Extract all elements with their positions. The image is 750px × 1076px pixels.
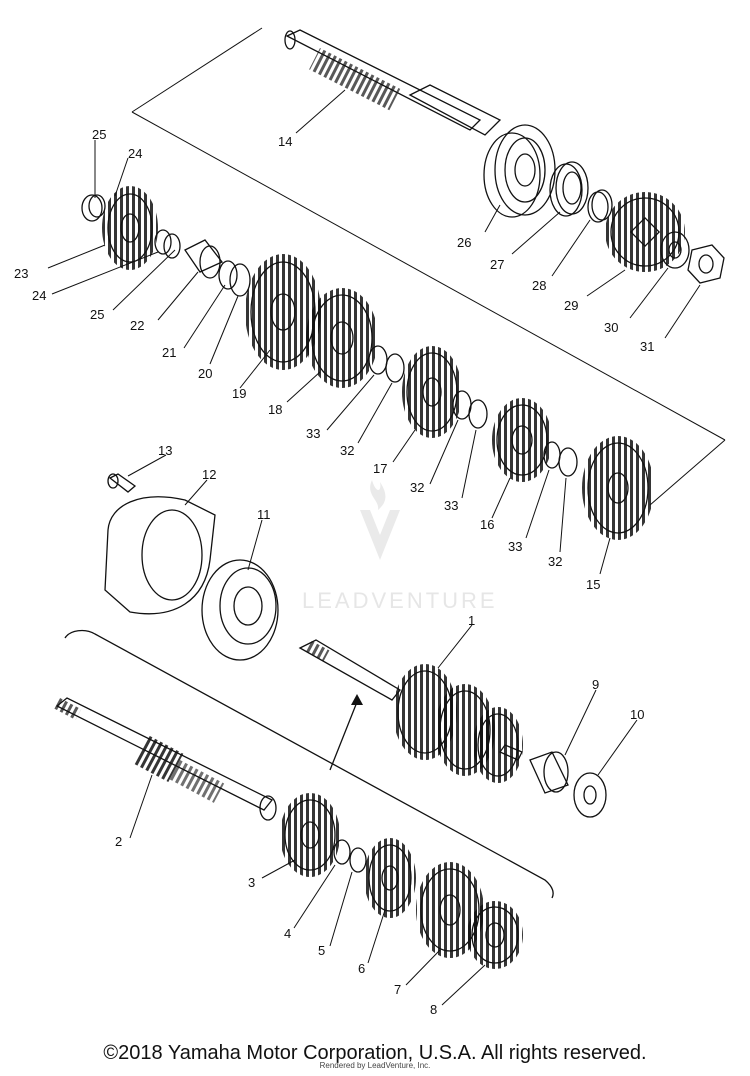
copyright-notice: ©2018 Yamaha Motor Corporation, U.S.A. A… bbox=[103, 1042, 647, 1064]
gear-16 bbox=[492, 398, 552, 482]
part-label-11: 11 bbox=[257, 507, 271, 522]
part-label-9: 9 bbox=[592, 677, 599, 692]
drive-sprocket-29 bbox=[605, 192, 685, 272]
upper-assembly-frame bbox=[131, 27, 726, 506]
part-label-33-b: 33 bbox=[444, 498, 458, 513]
oil-seal-27 bbox=[549, 161, 589, 217]
circlip-33-b bbox=[468, 399, 488, 429]
part-label-33-c: 33 bbox=[508, 539, 522, 554]
part-label-24-top: 24 bbox=[128, 146, 142, 161]
collar-28 bbox=[587, 189, 613, 223]
part-label-32-a: 32 bbox=[340, 443, 354, 458]
bearing-26 bbox=[483, 124, 556, 218]
part-label-22: 22 bbox=[130, 318, 144, 333]
part-label-32-c: 32 bbox=[548, 554, 562, 569]
part-label-17: 17 bbox=[373, 461, 387, 476]
gear-8 bbox=[467, 901, 523, 969]
part-label-10: 10 bbox=[630, 707, 644, 722]
washer-4 bbox=[333, 839, 351, 865]
part-label-27: 27 bbox=[490, 257, 504, 272]
part-label-15: 15 bbox=[586, 577, 600, 592]
part-label-8: 8 bbox=[430, 1002, 437, 1017]
part-label-25-top: 25 bbox=[92, 127, 106, 142]
nut-31 bbox=[687, 244, 725, 284]
part-label-16: 16 bbox=[480, 517, 494, 532]
gear-18 bbox=[306, 288, 378, 388]
watermark-logo: LEADVENTURE bbox=[302, 480, 498, 613]
part-label-14: 14 bbox=[278, 134, 292, 149]
part-label-19: 19 bbox=[232, 386, 246, 401]
part-label-4: 4 bbox=[284, 926, 291, 941]
part-label-18: 18 bbox=[268, 402, 282, 417]
main-axle-assembly-1 bbox=[298, 639, 523, 783]
collar-22 bbox=[184, 239, 224, 279]
part-label-20: 20 bbox=[198, 366, 212, 381]
part-label-30: 30 bbox=[604, 320, 618, 335]
part-number-labels: 1 2 3 4 5 6 7 8 9 10 11 12 13 14 15 16 1… bbox=[14, 127, 654, 1017]
lower-assembly-bracket bbox=[64, 629, 554, 899]
part-label-31: 31 bbox=[640, 339, 654, 354]
part-label-21: 21 bbox=[162, 345, 176, 360]
part-label-32-b: 32 bbox=[410, 480, 424, 495]
main-axle-2 bbox=[54, 697, 277, 821]
part-label-5: 5 bbox=[318, 943, 325, 958]
gear-6 bbox=[364, 838, 416, 918]
part-label-28: 28 bbox=[532, 278, 546, 293]
watermark-text: LEADVENTURE bbox=[302, 588, 498, 613]
gear-23 bbox=[102, 186, 158, 270]
part-label-2: 2 bbox=[115, 834, 122, 849]
rendered-by-credit: Rendered by LeadVenture, Inc. bbox=[319, 1061, 431, 1070]
circlip-5 bbox=[349, 847, 367, 873]
gear-3 bbox=[280, 793, 340, 877]
bearing-plate-12 bbox=[104, 496, 216, 615]
bolt-13 bbox=[107, 473, 137, 493]
part-label-25-bottom: 25 bbox=[90, 307, 104, 322]
washer-32-a bbox=[385, 353, 405, 383]
washer-21-20 bbox=[218, 260, 251, 297]
part-label-6: 6 bbox=[358, 961, 365, 976]
gear-15 bbox=[582, 436, 654, 540]
part-label-24-bottom: 24 bbox=[32, 288, 46, 303]
part-label-13: 13 bbox=[158, 443, 172, 458]
part-label-33-a: 33 bbox=[306, 426, 320, 441]
washer-24 bbox=[154, 229, 181, 259]
part-label-29: 29 bbox=[564, 298, 578, 313]
circlip-25-upper bbox=[81, 194, 106, 222]
leader-lines bbox=[47, 89, 701, 1006]
part-label-23: 23 bbox=[14, 266, 28, 281]
drive-axle-shaft bbox=[284, 29, 502, 136]
bearing-9 bbox=[529, 751, 569, 794]
washer-32-c bbox=[558, 447, 578, 477]
part-label-7: 7 bbox=[394, 982, 401, 997]
seal-10 bbox=[573, 772, 607, 818]
gear-17 bbox=[402, 346, 462, 438]
part-label-12: 12 bbox=[202, 467, 216, 482]
gear-19 bbox=[245, 254, 321, 370]
lock-washer-30 bbox=[660, 231, 690, 269]
part-label-26: 26 bbox=[457, 235, 471, 250]
part-label-1: 1 bbox=[468, 613, 475, 628]
part-label-3: 3 bbox=[248, 875, 255, 890]
bearing-11 bbox=[201, 559, 279, 661]
